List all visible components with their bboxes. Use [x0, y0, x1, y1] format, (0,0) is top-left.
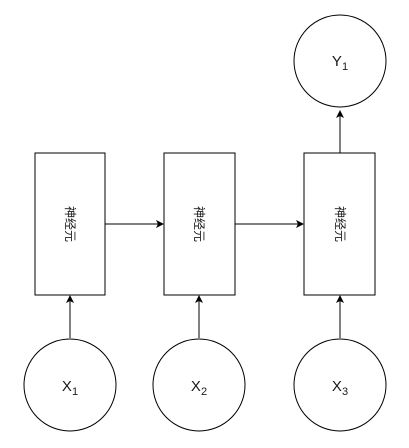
neuron-label-1: 神经元 [63, 206, 77, 242]
input-node-3: X3 [293, 338, 387, 432]
input-node-1: X1 [23, 338, 117, 432]
neuron-node-2: 神经元 [163, 152, 236, 296]
input-label-1: X1 [62, 378, 78, 398]
neuron-label-2: 神经元 [192, 206, 206, 242]
neuron-label-3: 神经元 [333, 206, 347, 242]
neuron-node-3: 神经元 [303, 152, 376, 296]
neuron-node-1: 神经元 [34, 152, 106, 296]
input-label-2: X2 [191, 378, 207, 398]
input-label-3: X3 [332, 378, 348, 398]
input-node-2: X2 [152, 338, 246, 432]
output-node: Y1 [293, 14, 387, 108]
output-label: Y1 [332, 53, 348, 73]
